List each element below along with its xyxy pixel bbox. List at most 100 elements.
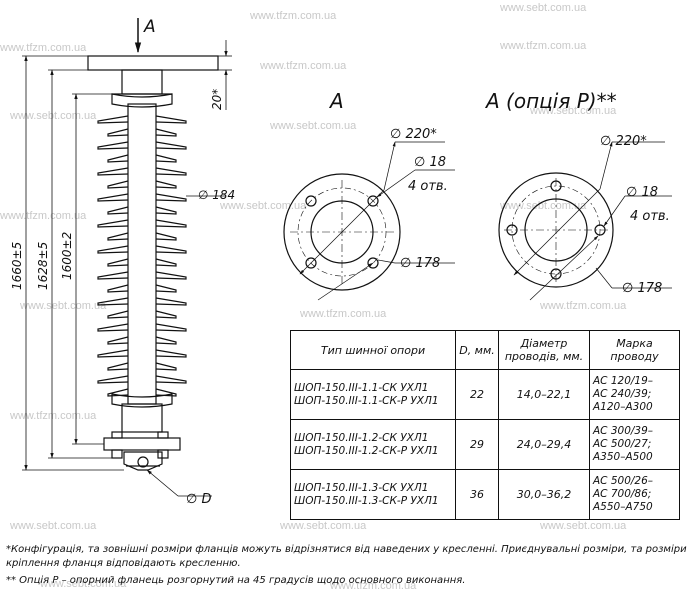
dim-insulating-height: 1600±2 — [60, 232, 74, 280]
top-neck — [121, 69, 163, 95]
table-row: ШОП-150.ІІІ-1.3-СК УХЛ1 ШОП-150.ІІІ-1.3-… — [290, 469, 680, 520]
watermark: www.tfzm.com.ua — [300, 308, 387, 320]
insulator-shed — [107, 206, 177, 215]
insulator-shed — [107, 128, 177, 137]
watermark: www.tfzm.com.ua — [330, 580, 417, 592]
watermark: www.sebt.com.ua — [540, 520, 627, 532]
insulator-shed — [107, 284, 177, 293]
insulator-shed — [107, 258, 177, 267]
insulator-shed — [107, 154, 177, 163]
cell-d: 29 — [455, 419, 499, 470]
footnote-config-cont: кріплення фланця відповідають кресленню. — [6, 558, 241, 569]
table-header-row: Тип шинної опори D, мм. Діаметр проводів… — [290, 330, 680, 370]
watermark: www.tfzm.com.ua — [500, 40, 587, 52]
dim-bolt-diameter: ∅ D — [186, 492, 211, 507]
footnote-config: *Конфігурація, та зовнішні розміри фланц… — [6, 544, 687, 555]
view-a-holes-count: 4 отв. — [408, 179, 448, 194]
col-d-header: D, мм. — [455, 330, 499, 370]
watermark: www.sebt.com.ua — [20, 300, 107, 312]
dim-mid-height: 1628±5 — [36, 242, 50, 290]
insulator-shed — [97, 193, 187, 202]
bolt-hole — [550, 268, 562, 280]
bottom-neck — [121, 403, 163, 433]
watermark: www.tfzm.com.ua — [260, 60, 347, 72]
view-a-option-title: A (опція P)** — [484, 89, 617, 113]
insulator-shed — [97, 219, 187, 228]
cell-mark: АС 300/39– АС 500/27; А350–А500 — [589, 419, 680, 470]
watermark: www.sebt.com.ua — [500, 2, 587, 14]
watermark: www.tfzm.com.ua — [250, 10, 337, 22]
view-option-holes-count: 4 отв. — [630, 209, 670, 224]
cell-d: 36 — [455, 469, 499, 520]
bolt-hole — [367, 257, 379, 269]
watermark: www.sebt.com.ua — [220, 200, 307, 212]
insulator-shed — [107, 336, 177, 345]
table-row: ШОП-150.ІІІ-1.2-СК УХЛ1 ШОП-150.ІІІ-1.2-… — [290, 419, 680, 470]
insulator-shed — [97, 271, 187, 280]
insulator-shed — [97, 141, 187, 150]
view-a-hole-diameter: ∅ 18 — [414, 155, 446, 170]
top-collar — [111, 93, 173, 108]
insulator-shed — [97, 375, 187, 384]
insulator-shed — [97, 115, 187, 124]
cell-mark: АС 120/19– АС 240/39; А120–А300 — [589, 369, 680, 420]
spec-table: Тип шинної опори D, мм. Діаметр проводів… — [290, 330, 680, 520]
insulator-sheds — [97, 115, 187, 397]
bottom-flange — [103, 437, 181, 451]
section-arrow: A — [134, 17, 156, 54]
insulator-shed — [97, 323, 187, 332]
watermark: www.sebt.com.ua — [500, 200, 587, 212]
bolt-hole — [550, 180, 562, 192]
view-a-outer-diameter: ∅ 220* — [390, 127, 437, 142]
insulator-shed — [107, 362, 177, 371]
view-a-pcd: ∅ 178 — [400, 256, 440, 271]
col-type-header: Тип шинної опори — [290, 330, 456, 370]
bolt-hole — [506, 224, 518, 236]
vertical-dimensions — [22, 40, 232, 471]
top-flange — [87, 55, 219, 71]
dim-total-height: 1660±5 — [10, 242, 24, 290]
cell-type: ШОП-150.ІІІ-1.3-СК УХЛ1 ШОП-150.ІІІ-1.3-… — [290, 469, 456, 520]
cell-diameter: 24,0–29,4 — [498, 419, 590, 470]
flange-view-a — [283, 141, 455, 301]
insulator-shed — [107, 232, 177, 241]
insulator-shed — [97, 245, 187, 254]
col-mark-header: Марка проводу — [589, 330, 680, 370]
watermark: www.sebt.com.ua — [10, 520, 97, 532]
cell-mark: АС 500/26– АС 700/86; А550–А750 — [589, 469, 680, 520]
bolt-hole — [594, 224, 606, 236]
insulator-shed — [107, 310, 177, 319]
watermark: www.sebt.com.ua — [280, 520, 367, 532]
cell-type: ШОП-150.ІІІ-1.2-СК УХЛ1 ШОП-150.ІІІ-1.2-… — [290, 419, 456, 470]
cell-d: 22 — [455, 369, 499, 420]
insulator-side-view — [87, 55, 219, 471]
bottom-collar — [111, 393, 173, 408]
view-option-pcd: ∅ 178 — [622, 281, 662, 296]
watermark: www.sebt.com.ua — [40, 578, 127, 590]
flange-view-a-option — [498, 141, 672, 301]
section-label: A — [143, 17, 156, 37]
cell-type: ШОП-150.ІІІ-1.1-СК УХЛ1 ШОП-150.ІІІ-1.1-… — [290, 369, 456, 420]
bolt-hole — [305, 195, 317, 207]
insulator-shed — [97, 297, 187, 306]
view-a-title: A — [328, 89, 344, 113]
bolt-hole — [305, 257, 317, 269]
watermark: www.tfzm.com.ua — [540, 300, 627, 312]
insulator-shed — [97, 349, 187, 358]
insulator-shed — [107, 180, 177, 189]
table-row: ШОП-150.ІІІ-1.1-СК УХЛ1 ШОП-150.ІІІ-1.1-… — [290, 369, 680, 420]
cell-diameter: 30,0–36,2 — [498, 469, 590, 520]
watermark: www.sebt.com.ua — [530, 105, 617, 117]
bolt-hole — [367, 195, 379, 207]
dim-top-offset: 20* — [210, 89, 224, 110]
cell-diameter: 14,0–22,1 — [498, 369, 590, 420]
watermark: www.tfzm.com.ua — [0, 210, 87, 222]
watermark: www.tfzm.com.ua — [0, 42, 87, 54]
col-diameter-header: Діаметр проводів, мм. — [498, 330, 590, 370]
view-option-hole-diameter: ∅ 18 — [626, 185, 658, 200]
view-option-outer-diameter: ∅ 220* — [600, 134, 647, 149]
dim-shed-diameter: ∅ 184 — [198, 188, 235, 202]
footnote-option: ** Опція Р – опорний фланець розгорнутий… — [6, 575, 466, 586]
